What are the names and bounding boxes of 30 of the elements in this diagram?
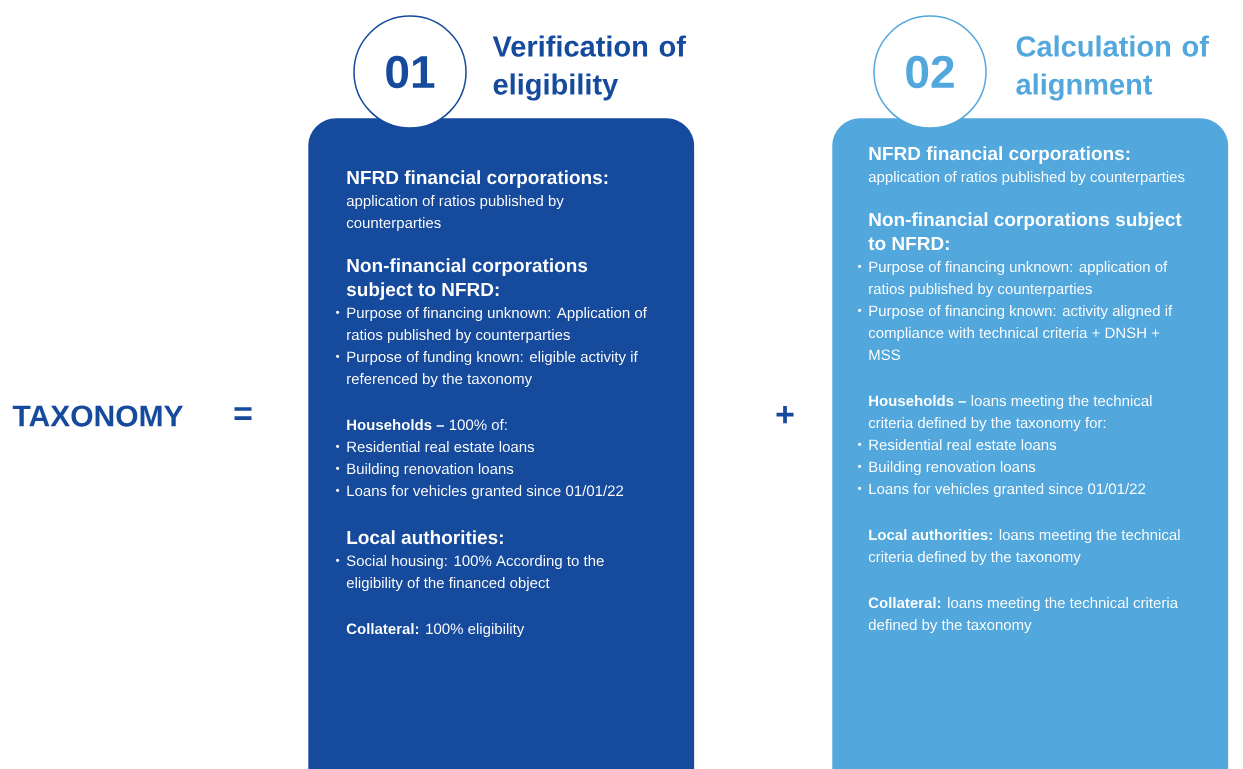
body-text: application of ratios published by counterparties — [346, 195, 564, 232]
section-heading: NFRD financial corporations: — [347, 170, 608, 188]
bullet-item: Residential real estate loans — [858, 439, 1057, 451]
body-text: Local authorities: loans meeting the technical criteria defined by the taxonomy — [868, 529, 1180, 566]
bullet-item: Purpose of financing unknown: Application of ratios published by counterparties — [336, 307, 647, 344]
body-text: Households – 100% of: — [347, 419, 507, 431]
body-text: Collateral: loans meeting the technical criteria defined by the taxonomy — [868, 597, 1179, 634]
step-heading: Verification of eligibility — [492, 35, 686, 101]
equals-sign: = — [234, 407, 252, 420]
section-heading: Local authorities: — [347, 530, 503, 545]
bullet-item: Loans for vehicles granted since 01/01/22 — [858, 483, 1146, 498]
body-text: application of ratios published by counterparties — [868, 171, 1185, 186]
bullet-item: Building renovation loans — [858, 461, 1036, 476]
panel — [832, 118, 1229, 769]
section-heading: Non-financial corporations subject to NFRD: — [868, 212, 1182, 251]
panel — [308, 118, 695, 769]
bullet-item: Residential real estate loans — [336, 441, 535, 453]
section-heading: NFRD financial corporations: — [869, 146, 1130, 164]
body-text: Collateral: 100% eligibility — [346, 623, 525, 638]
bullet-item: Purpose of financing known: activity aligned if compliance with technical criteria + DNSH + MSS — [858, 305, 1173, 361]
bullet-item: Purpose of funding known: eligible activity if referenced by the taxonomy — [336, 351, 638, 388]
section-heading: Non-financial corporations subject to NFRD: — [346, 258, 588, 300]
step-heading: Calculation of alignment — [1016, 35, 1209, 101]
bullet-item: Social housing: 100% According to the eligibility of the financed object — [336, 555, 604, 592]
plus-sign: + — [776, 406, 794, 424]
body-text: Households – loans meeting the technical criteria defined by the taxonomy for: — [868, 395, 1152, 432]
bullet-item: Purpose of financing unknown: application of ratios published by counterparties — [858, 261, 1168, 298]
taxonomy-label: TAXONOMY — [12, 405, 184, 427]
bullet-item: Loans for vehicles granted since 01/01/22 — [336, 485, 624, 500]
bullet-item: Building renovation loans — [336, 463, 514, 478]
